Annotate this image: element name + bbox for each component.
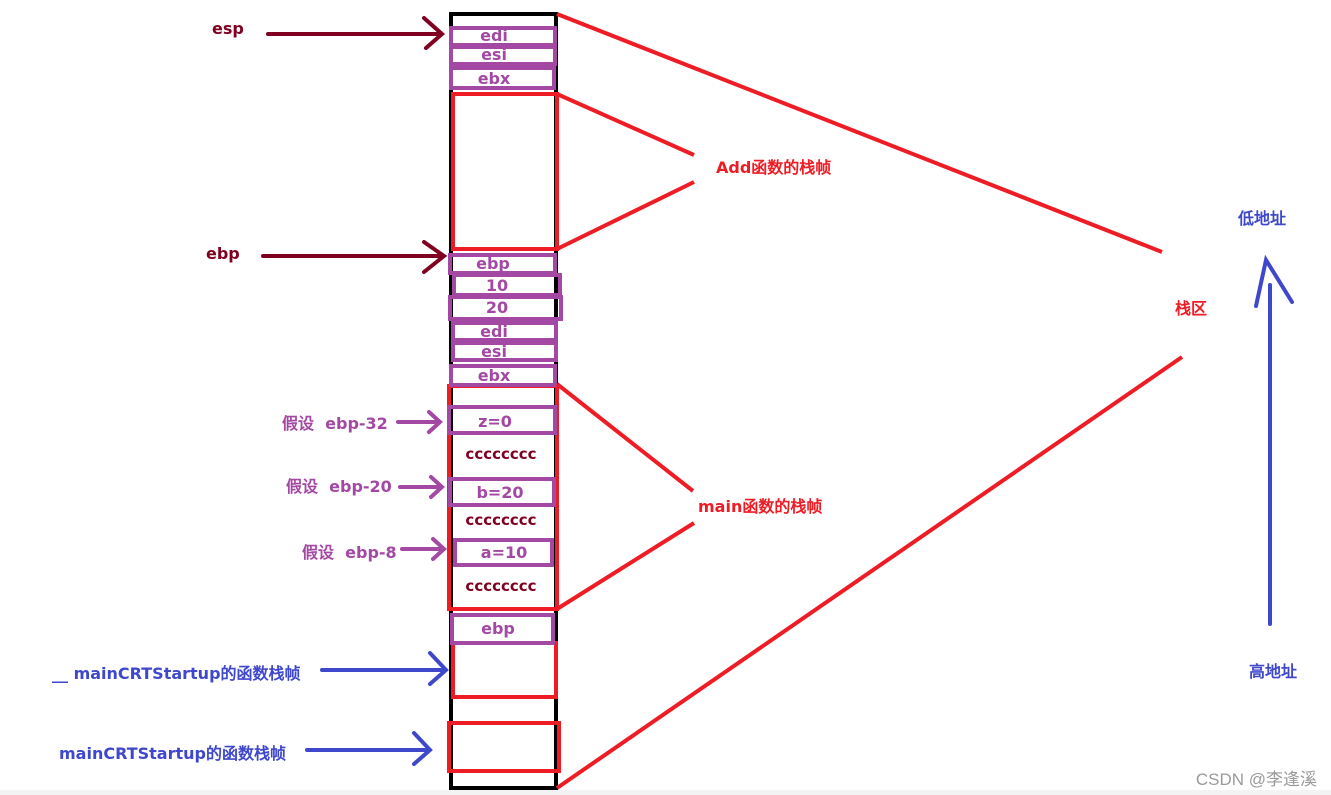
main-locals: z=0 cccccccc b=20 cccccccc a=10 cccccccc bbox=[447, 405, 557, 595]
cell-b bbox=[448, 477, 556, 507]
stack-region-callout: 栈区 bbox=[555, 12, 1207, 790]
cell-fill2-text: cccccccc bbox=[465, 511, 536, 529]
cell-esi-main-text: esi bbox=[481, 342, 507, 361]
add-saved-registers: edi esi ebx bbox=[449, 26, 557, 90]
offset-b-arrow-head bbox=[429, 475, 445, 499]
crt-frame-2-label: mainCRTStartup的函数栈帧 bbox=[59, 744, 286, 763]
add-frame-callout: Add函数的栈帧 bbox=[556, 92, 831, 251]
cell-fill3-text: cccccccc bbox=[465, 577, 536, 595]
cell-b-text: b=20 bbox=[476, 483, 523, 502]
cell-fill1-text: cccccccc bbox=[465, 445, 536, 463]
stack-column bbox=[449, 12, 558, 790]
main-frame-callout: main函数的栈帧 bbox=[555, 382, 822, 611]
cell-z-text: z=0 bbox=[478, 412, 512, 431]
crt-frame-1-box bbox=[451, 641, 558, 699]
cell-arg-10-text: 10 bbox=[486, 276, 508, 295]
cell-edi-main-text: edi bbox=[480, 322, 508, 341]
crt-frame-1-label: __ mainCRTStartup的函数栈帧 bbox=[52, 664, 301, 683]
cell-arg-20-text: 20 bbox=[486, 298, 508, 317]
cell-edi-main bbox=[451, 321, 558, 342]
cell-ebx-main-text: ebx bbox=[478, 366, 511, 385]
crt-frame-2: mainCRTStartup的函数栈帧 bbox=[59, 731, 433, 766]
main-callout-line-top bbox=[555, 382, 695, 493]
offset-z-arrow-head bbox=[427, 410, 443, 434]
offset-b: 假设 ebp-20 bbox=[286, 475, 445, 499]
add-frame-box bbox=[451, 92, 559, 251]
esp-label: esp bbox=[212, 19, 244, 38]
ebp-arrow-head bbox=[422, 240, 448, 274]
ebp-label: ebp bbox=[206, 244, 240, 263]
crt-frame-2-box bbox=[447, 721, 561, 773]
boundary-cells: ebp 10 20 edi esi ebx bbox=[448, 253, 563, 387]
offset-z: 假设 ebp-32 bbox=[282, 410, 443, 434]
cell-esi-main bbox=[451, 341, 558, 362]
cell-ebp-lower bbox=[450, 613, 555, 645]
cell-a-text: a=10 bbox=[481, 543, 527, 562]
stack-region-label: 栈区 bbox=[1175, 299, 1207, 318]
address-direction: 低地址 高地址 bbox=[1237, 209, 1297, 681]
stack-callout-line-top bbox=[556, 12, 1163, 254]
cell-ebx-top bbox=[449, 66, 556, 90]
stack-callout-line-bottom bbox=[555, 355, 1184, 790]
cell-esi-top bbox=[449, 45, 557, 66]
high-address-label: 高地址 bbox=[1249, 662, 1297, 681]
bottom-strip bbox=[0, 790, 1331, 795]
cell-edi-top-text: edi bbox=[480, 26, 508, 45]
esp-pointer: esp bbox=[212, 16, 446, 50]
add-frame-label: Add函数的栈帧 bbox=[716, 158, 831, 177]
main-callout-line-bottom bbox=[555, 521, 696, 611]
ebp-pointer: ebp bbox=[206, 240, 448, 274]
esp-arrow-head bbox=[422, 16, 446, 50]
add-callout-line-top bbox=[556, 92, 695, 157]
main-frame-label: main函数的栈帧 bbox=[698, 497, 822, 516]
crt-frame-1: __ mainCRTStartup的函数栈帧 bbox=[52, 651, 449, 686]
crt-frame-2-arrow-head bbox=[412, 731, 433, 766]
watermark: CSDN @李逢溪 bbox=[1195, 770, 1317, 789]
add-callout-line-bottom bbox=[556, 180, 695, 251]
offset-a-label: 假设 ebp-8 bbox=[302, 543, 397, 562]
low-address-label: 低地址 bbox=[1237, 209, 1286, 228]
cell-ebx-top-text: ebx bbox=[478, 69, 511, 88]
offset-b-label: 假设 ebp-20 bbox=[286, 477, 392, 496]
cell-ebp-saved-text: ebp bbox=[476, 254, 510, 273]
cell-z bbox=[447, 405, 557, 435]
cell-ebp-lower-text: ebp bbox=[481, 619, 515, 638]
cell-arg-20 bbox=[448, 295, 563, 321]
offset-a-arrow-head bbox=[431, 537, 447, 561]
cell-a bbox=[453, 538, 554, 567]
offset-z-label: 假设 ebp-32 bbox=[282, 414, 388, 433]
address-arrow-head bbox=[1254, 254, 1294, 308]
cell-ebx-main bbox=[449, 364, 557, 387]
crt-frame-1-arrow-head bbox=[428, 651, 449, 686]
offset-a: 假设 ebp-8 bbox=[302, 537, 447, 562]
cell-esi-top-text: esi bbox=[481, 45, 507, 64]
